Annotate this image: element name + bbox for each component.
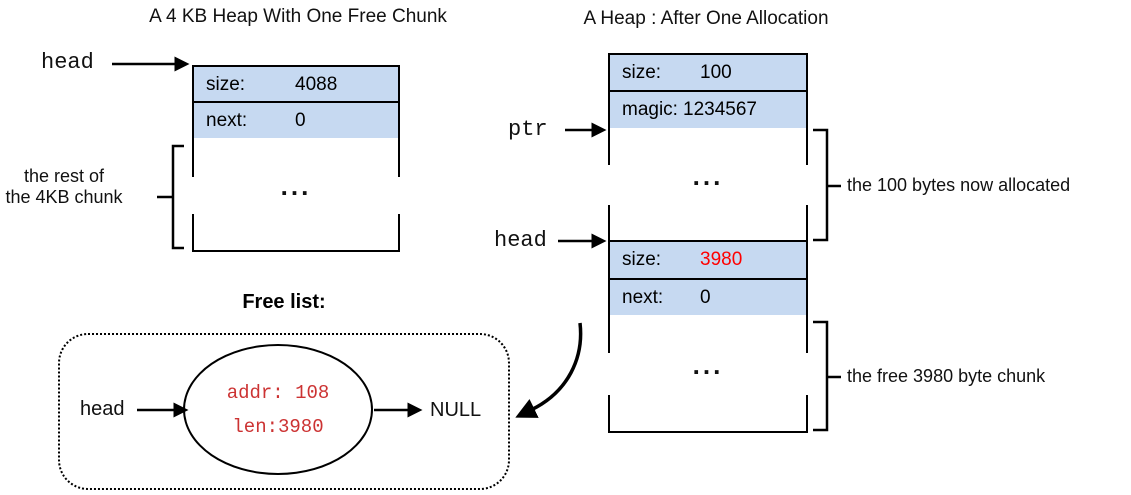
border-segment (192, 138, 194, 177)
free-list-head-label: head (80, 398, 125, 420)
free-chunk-bracket (813, 320, 841, 432)
free-list-title: Free list: (242, 291, 326, 313)
heap-row-size: size: 4088 (192, 65, 400, 104)
free-chunk-note: the free 3980 byte chunk (847, 366, 1046, 386)
heap-row-magic: magic: 1234567 (608, 90, 808, 130)
allocated-elided-region: ... (608, 128, 808, 242)
heap-elided-region: ... (192, 138, 400, 252)
allocated-bytes-bracket (813, 128, 841, 242)
allocated-bytes-note: the 100 bytes now allocated (847, 175, 1071, 195)
heap-row-size-free: size: 3980 (608, 240, 808, 280)
row-label: next: (622, 286, 664, 308)
row-label: size: (622, 249, 662, 270)
ellipsis-dots: ... (280, 170, 312, 201)
heap-row-size-allocated: size: 100 (608, 53, 808, 92)
row-label: size: (622, 61, 662, 83)
row-value: 1234567 (683, 99, 757, 120)
row-value: 0 (295, 109, 306, 131)
border-segment (398, 138, 400, 177)
free-list-curved-arrow (515, 322, 583, 418)
free-list-node: addr: 108 len:3980 (183, 344, 373, 475)
row-label: next: (206, 109, 248, 131)
border-segment (806, 395, 808, 431)
heap-row-next-free: next: 0 (608, 278, 808, 317)
null-label: NULL (430, 399, 482, 421)
left-heap-title: A 4 KB Heap With One Free Chunk (149, 6, 447, 27)
ellipsis-dots: ... (692, 349, 724, 380)
row-value: 4088 (295, 73, 338, 95)
ptr-pointer-label: ptr (508, 117, 548, 142)
free-elided-region: ... (608, 315, 808, 433)
heap-row-next: next: 0 (192, 101, 400, 140)
right-heap-title: A Heap : After One Allocation (583, 8, 829, 29)
free-list-node-len: len:3980 (232, 415, 324, 438)
ellipsis-dots: ... (692, 160, 724, 191)
border-segment (608, 395, 610, 431)
head-pointer-label-right: head (494, 228, 547, 253)
row-label: size: (206, 73, 246, 95)
border-segment (806, 205, 808, 240)
rest-of-chunk-bracket (157, 144, 184, 250)
row-value: 0 (700, 286, 711, 308)
border-segment (608, 205, 610, 240)
row-value: 100 (700, 61, 732, 83)
border-segment (608, 315, 610, 353)
border-segment (806, 315, 808, 353)
row-label: magic: (622, 99, 678, 120)
free-list-node-addr: addr: 108 (226, 381, 330, 404)
border-segment (806, 128, 808, 165)
row-value-highlighted: 3980 (700, 249, 743, 270)
border-segment (398, 214, 400, 250)
head-pointer-label-left: head (41, 50, 94, 75)
rest-of-chunk-note: the rest of the 4KB chunk (5, 166, 123, 207)
border-segment (608, 128, 610, 165)
border-segment (192, 214, 194, 250)
